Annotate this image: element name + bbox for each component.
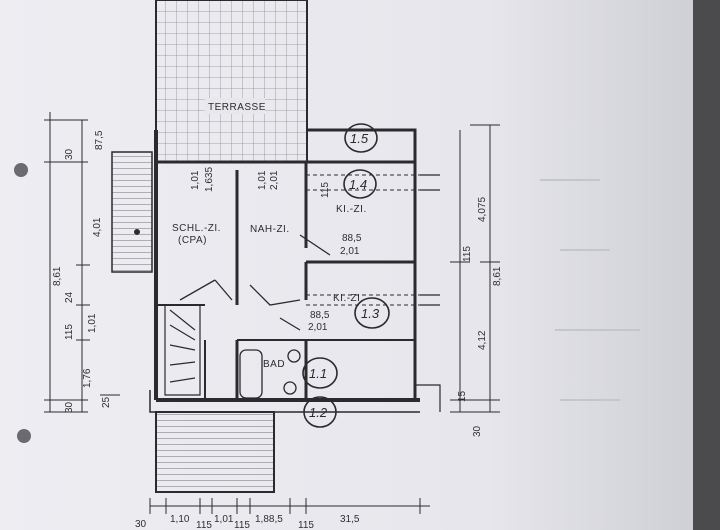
dark-background-edge <box>693 0 720 530</box>
left-dim-9: 25 <box>101 396 112 408</box>
left-dim-4: 24 <box>64 291 75 303</box>
marker-1-5: 1.5 <box>350 131 369 146</box>
marker-1-4: 1.4 <box>349 177 367 192</box>
internal-spiral-stair <box>164 304 201 396</box>
left-dim-8: 30 <box>64 401 75 413</box>
binder-hole <box>17 429 31 443</box>
marker-1-1: 1.1 <box>309 366 327 381</box>
room-label-ki-1: KI.-ZI. <box>336 204 367 215</box>
paper-sheet <box>0 0 693 530</box>
right-dim-4: 30 <box>472 425 483 437</box>
left-dimension-lines <box>44 112 120 413</box>
door-dim-schl-a: 1,01 <box>190 170 201 190</box>
bathtub <box>239 349 263 399</box>
marker-1-2: 1.2 <box>309 405 328 420</box>
bottom-dim-6: 115 <box>298 520 314 530</box>
terrace-label: TERRASSE <box>208 102 266 113</box>
bottom-dim-5: 1,88,5 <box>255 514 283 525</box>
bottom-dim-3: 1,01 <box>214 514 234 525</box>
dashed-lines <box>306 174 420 306</box>
door-dim-ki2-a: 88,5 <box>310 310 330 321</box>
room-label-nah: NAH-ZI. <box>250 224 290 235</box>
door-dim-ki1-b: 2,01 <box>340 246 360 257</box>
right-dim-3: 4,12 <box>477 330 488 350</box>
left-dim-7: 1,76 <box>82 368 93 388</box>
right-dim-2: 115 <box>462 246 473 262</box>
bottom-dim-7: 31,5 <box>340 514 360 525</box>
left-dim-6: 115 <box>64 324 75 340</box>
bottom-dim-4: 115 <box>234 520 250 530</box>
door-dim-ki2-b: 2,01 <box>308 322 328 333</box>
bottom-dim-1: 1,10 <box>170 514 190 525</box>
washbasin <box>287 349 301 363</box>
marker-1-3: 1.3 <box>361 306 380 321</box>
door-dim-small: 115 <box>320 182 331 198</box>
right-dimension-lines <box>450 124 500 413</box>
walls <box>149 128 441 413</box>
door-dim-nah-b: 2,01 <box>269 170 280 190</box>
binder-hole <box>14 163 28 177</box>
room-label-bad: BAD <box>263 359 285 370</box>
left-dim-0: 30 <box>64 148 75 160</box>
left-dim-5: 1,01 <box>87 313 98 333</box>
stair-post <box>134 229 140 235</box>
door-dim-ki1-a: 88,5 <box>342 233 362 244</box>
right-dim-0: 4,075 <box>477 197 488 222</box>
right-dim-5: 15 <box>457 390 468 402</box>
left-dim-1: 87,5 <box>94 130 105 150</box>
bleed-through-marks <box>540 179 640 401</box>
door-dim-schl-b: 1,635 <box>204 167 215 192</box>
room-sub-schl: (CPA) <box>178 235 207 246</box>
bottom-dim-2: 115 <box>196 520 212 530</box>
right-dim-1: 8,61 <box>492 266 503 286</box>
room-label-ki-2: KI.-ZI. <box>333 293 364 304</box>
balcony-area <box>155 411 275 493</box>
door-swings <box>179 234 331 331</box>
bottom-dimension-lines <box>149 498 430 514</box>
left-dim-2: 4,01 <box>92 217 103 237</box>
door-dim-nah-a: 1,01 <box>257 170 268 190</box>
left-dim-3: 8,61 <box>52 266 63 286</box>
markers <box>302 123 390 428</box>
room-label-schl: SCHL.-ZI. <box>172 223 221 234</box>
terrace-label-bg <box>205 98 265 114</box>
exterior-stairs <box>111 151 153 273</box>
terrace-area <box>155 0 308 163</box>
toilet <box>283 381 297 395</box>
bottom-dim-0: 30 <box>135 519 147 530</box>
